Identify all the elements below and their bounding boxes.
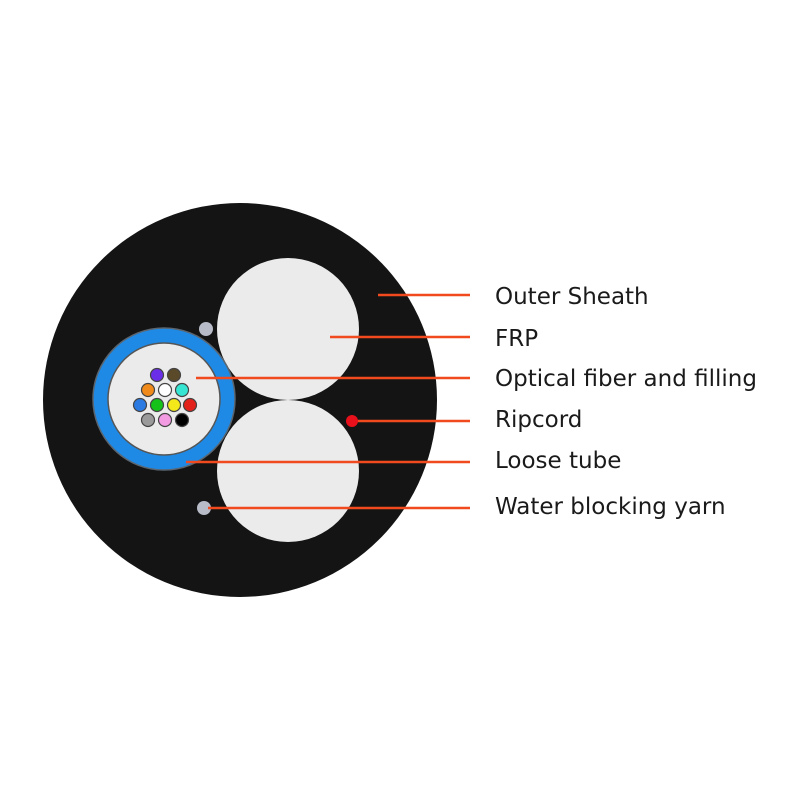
tube-filling <box>107 342 221 456</box>
pink-fiber <box>157 412 173 428</box>
label-frp: FRP <box>495 326 538 352</box>
water-blocking-yarn-bottom <box>197 501 211 515</box>
yellow-fiber <box>166 397 182 413</box>
white-fiber <box>157 382 173 398</box>
ripcord <box>346 415 358 427</box>
violet-fiber <box>149 367 165 383</box>
green-fiber <box>149 397 165 413</box>
label-water-blocking-yarn: Water blocking yarn <box>495 494 726 520</box>
blue-fiber <box>132 397 148 413</box>
brown-fiber <box>166 367 182 383</box>
label-loose-tube: Loose tube <box>495 448 621 474</box>
optical-fibers <box>132 367 198 428</box>
label-ripcord: Ripcord <box>495 407 582 433</box>
frp-member-top <box>217 258 359 400</box>
label-outer-sheath: Outer Sheath <box>495 284 649 310</box>
gray-fiber <box>140 412 156 428</box>
orange-fiber <box>140 382 156 398</box>
aqua-fiber <box>174 382 190 398</box>
frp-member-bottom <box>217 400 359 542</box>
black-fiber <box>174 412 190 428</box>
label-optical-fiber: Optical fiber and filling <box>495 366 757 392</box>
red-fiber <box>182 397 198 413</box>
water-blocking-yarn-top <box>199 322 213 336</box>
